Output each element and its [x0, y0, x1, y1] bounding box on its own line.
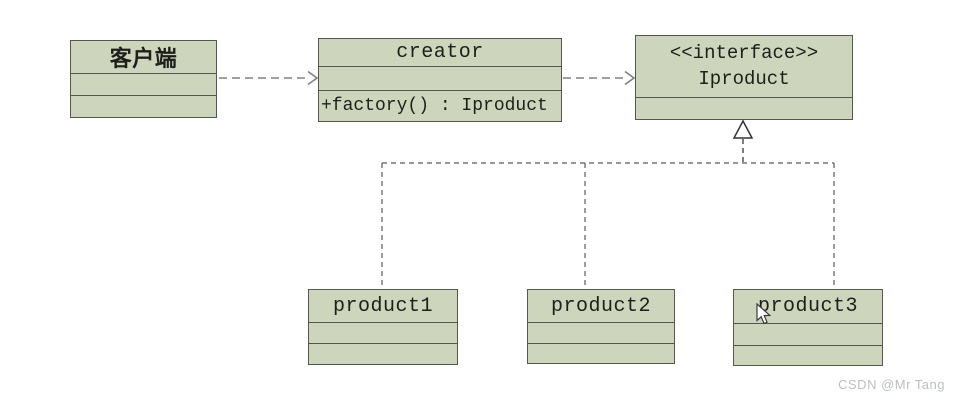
- class-product1-methods: [309, 344, 457, 364]
- class-creator-method: +factory() : Iproduct: [321, 96, 548, 116]
- class-product1-name: product1: [309, 290, 457, 323]
- class-creator-attributes: [319, 67, 561, 91]
- class-client-attributes: [71, 74, 216, 96]
- class-product2: product2: [527, 289, 675, 364]
- class-iproduct-name: Iproduct: [698, 67, 790, 90]
- class-product3-name: product3: [734, 290, 882, 324]
- class-client: 客户端: [70, 40, 217, 118]
- class-iproduct-header: <<interface>> Iproduct: [636, 36, 852, 98]
- open-arrowhead-icon: [307, 70, 319, 86]
- class-product2-methods: [528, 344, 674, 363]
- class-product1: product1: [308, 289, 458, 365]
- mouse-cursor-icon: [756, 303, 772, 325]
- class-product3-attributes: [734, 324, 882, 346]
- class-client-methods: [71, 96, 216, 117]
- class-product2-name: product2: [528, 290, 674, 323]
- class-product3-methods: [734, 346, 882, 365]
- class-iproduct-stereotype: <<interface>>: [669, 41, 819, 64]
- watermark: CSDN @Mr Tang: [838, 377, 945, 392]
- class-client-name: 客户端: [71, 41, 216, 74]
- class-iproduct: <<interface>> Iproduct: [635, 35, 853, 120]
- class-product1-attributes: [309, 323, 457, 344]
- open-arrowhead-icon: [624, 70, 636, 86]
- class-iproduct-body: [636, 98, 852, 119]
- class-product3: product3: [733, 289, 883, 366]
- class-creator: creator +factory() : Iproduct: [318, 38, 562, 122]
- class-product2-attributes: [528, 323, 674, 344]
- class-creator-name: creator: [319, 39, 561, 67]
- realization-triangle-icon: [732, 119, 754, 139]
